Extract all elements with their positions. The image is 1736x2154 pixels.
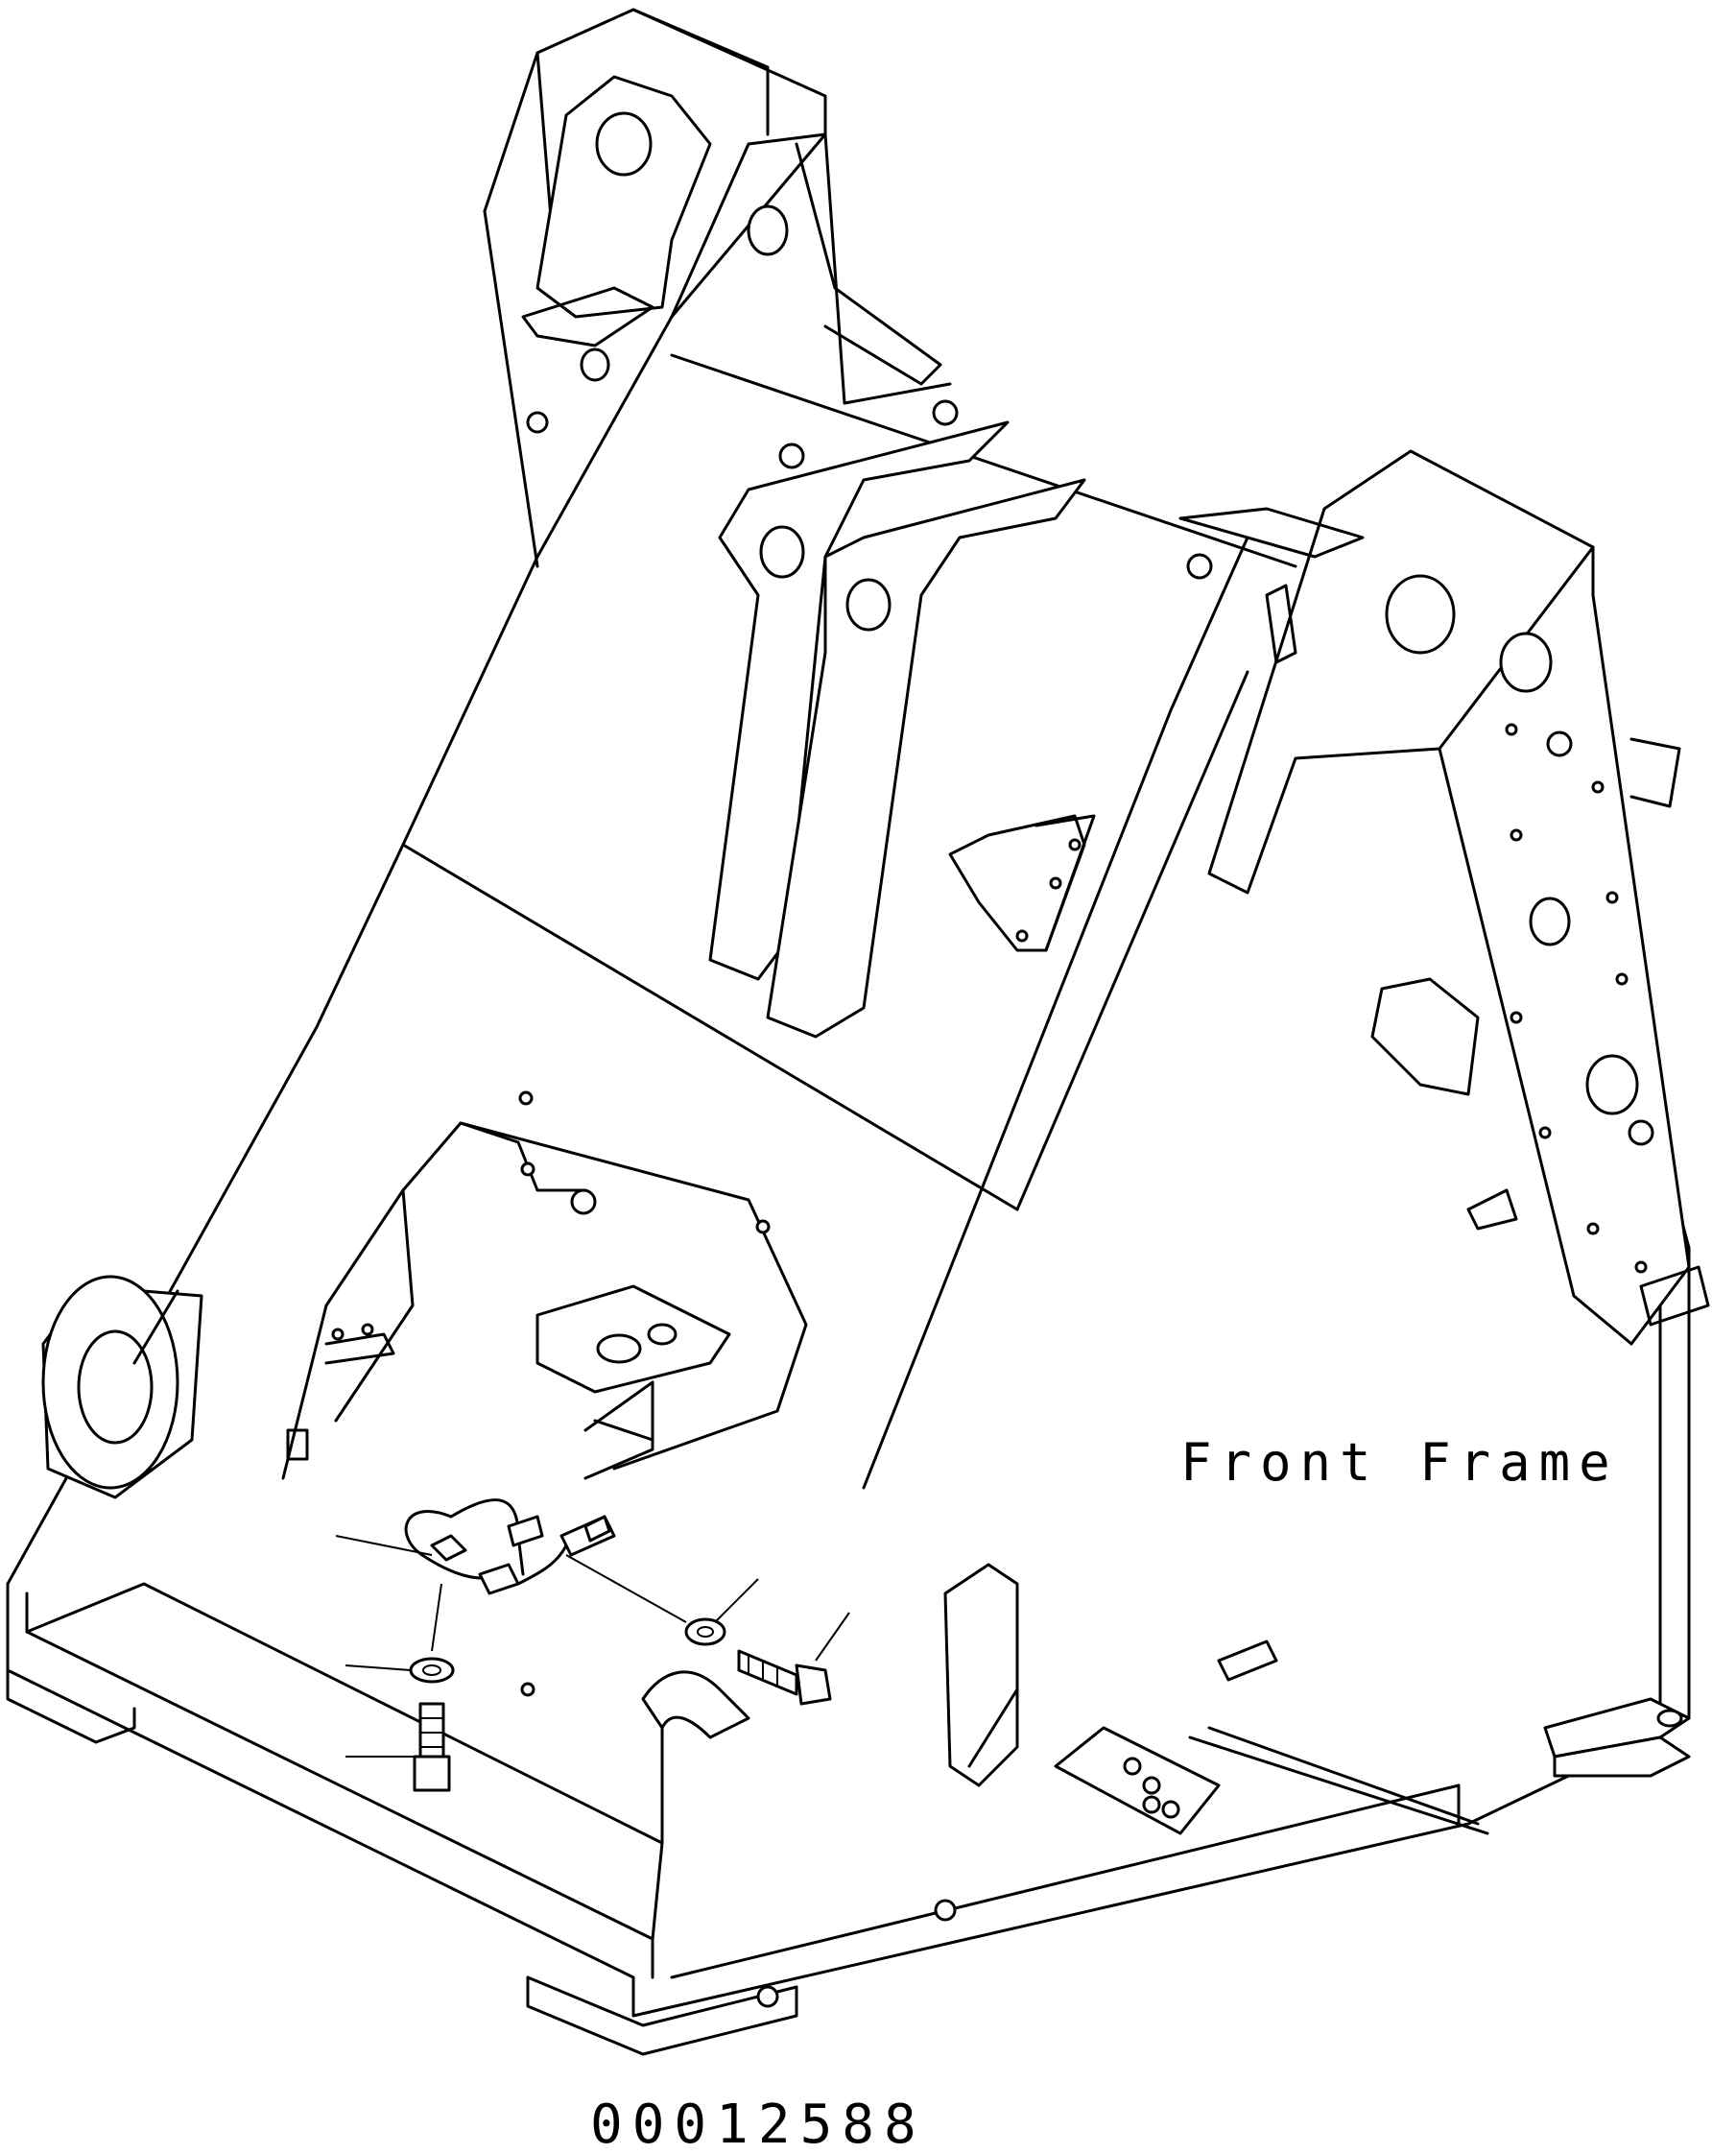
component-label: Front Frame	[1180, 1432, 1619, 1493]
small-slot	[1217, 1639, 1278, 1682]
lug-right-pin-hole	[845, 578, 892, 632]
bolt-vertical	[418, 1702, 445, 1759]
lug-left-pin-hole	[759, 525, 805, 579]
center-slot	[948, 814, 1096, 952]
figure-number: 00012588	[590, 2094, 926, 2154]
lower-cutouts	[520, 1563, 1691, 2008]
frame-body	[6, 315, 1691, 2018]
left-tower	[483, 8, 1297, 568]
base-plate-left	[6, 1668, 136, 1744]
base-plate-front	[526, 1975, 798, 2056]
side-plate-hole-lower	[1585, 1054, 1639, 1115]
right-tower-pin-hole	[1385, 574, 1456, 655]
hinge-pin-hole	[77, 1329, 154, 1445]
fasteners	[335, 1535, 850, 1792]
washer-left	[409, 1657, 455, 1684]
oblong-slot	[943, 1563, 1019, 1787]
left-tower-pin-hole	[595, 111, 653, 177]
side-plate-hole-upper	[1499, 632, 1553, 693]
washer-right	[684, 1617, 726, 1646]
access-opening	[281, 1090, 808, 1480]
sensor-harness	[404, 1498, 616, 1595]
lower-right-lug	[1543, 1697, 1691, 1759]
u-bracket	[641, 1670, 750, 1739]
bracket-plate	[1054, 1726, 1221, 1835]
right-side-plate	[1370, 545, 1710, 1346]
left-tower-upper-hole	[747, 204, 789, 256]
cylinder-lugs	[708, 420, 1086, 1039]
side-plate-hole-mid	[1529, 897, 1571, 946]
hinge-boss	[41, 1275, 203, 1499]
